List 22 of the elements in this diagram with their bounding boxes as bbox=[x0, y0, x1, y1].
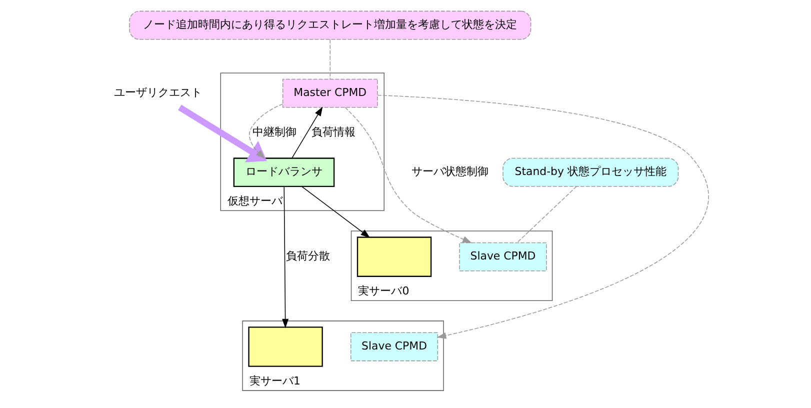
node-box: Slave CPMD bbox=[350, 332, 438, 362]
arrow bbox=[282, 186, 289, 328]
node-box: Slave CPMD bbox=[459, 242, 547, 272]
node-box: ノード追加時間内にあり得るリクエストレート増加量を考慮して状態を決定 bbox=[129, 10, 532, 40]
node-box: Master CPMD bbox=[282, 78, 378, 108]
connector bbox=[330, 39, 331, 80]
node-box: ロードバランサ bbox=[233, 158, 335, 187]
edge-label: 負荷情報 bbox=[311, 126, 356, 139]
arrow bbox=[178, 104, 267, 162]
arrow bbox=[292, 106, 323, 159]
edge-label: 負荷分散 bbox=[286, 250, 330, 263]
arrow bbox=[249, 104, 284, 159]
node-box: Stand-by 状態プロセッサ性能 bbox=[502, 158, 679, 187]
connector bbox=[516, 186, 577, 243]
node-box bbox=[248, 326, 323, 367]
edge-label: サーバ状態制御 bbox=[411, 165, 488, 178]
node-text: ユーザリクエスト bbox=[114, 86, 202, 100]
arrow bbox=[301, 186, 370, 238]
node-box bbox=[356, 236, 432, 277]
arrow bbox=[377, 94, 709, 339]
edge-label: 中継制御 bbox=[252, 126, 297, 139]
arrow bbox=[344, 107, 472, 244]
